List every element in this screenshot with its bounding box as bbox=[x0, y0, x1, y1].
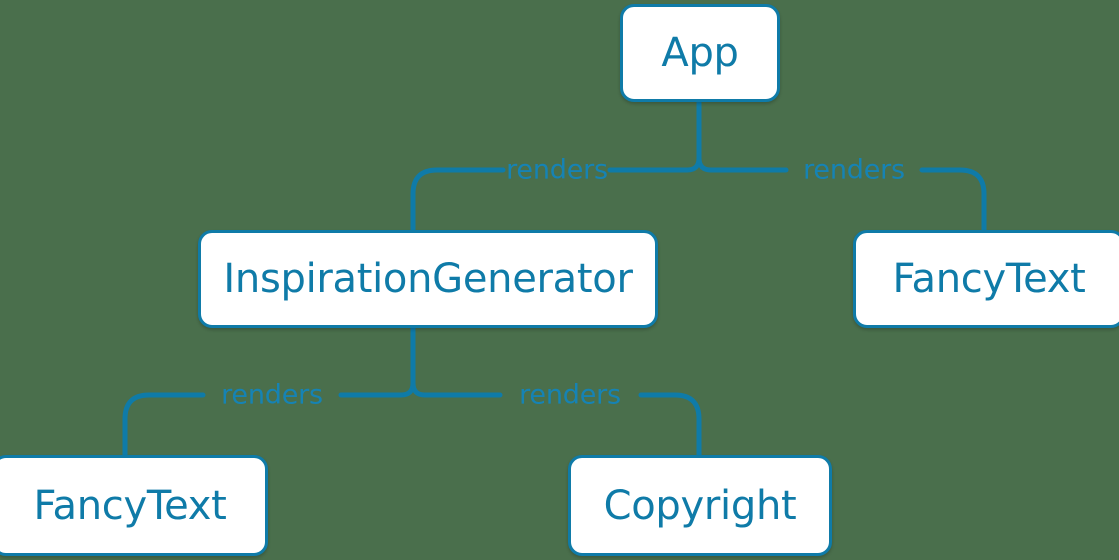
edge-app-stem-right bbox=[696, 100, 714, 173]
node-app[interactable]: App bbox=[620, 4, 780, 102]
node-fancytext-right[interactable]: FancyText bbox=[853, 230, 1119, 328]
node-fancytext-left[interactable]: FancyText bbox=[0, 455, 268, 556]
node-copyright[interactable]: Copyright bbox=[568, 455, 832, 556]
edge-label-app-to-inspirationgenerator: renders bbox=[506, 154, 608, 186]
edge-inspgen-stem bbox=[398, 326, 416, 398]
node-copyright-label: Copyright bbox=[603, 482, 797, 529]
edge-label-inspirationgenerator-to-copyright: renders bbox=[519, 379, 621, 411]
node-inspirationgenerator-label: InspirationGenerator bbox=[223, 256, 633, 302]
edge-label-app-to-fancytext-right: renders bbox=[803, 154, 905, 186]
node-app-label: App bbox=[661, 30, 739, 76]
edge-label-inspirationgenerator-to-fancytext-left: renders bbox=[221, 379, 323, 411]
edge-inspgen-stem-right bbox=[410, 326, 428, 398]
edge-app-stem bbox=[684, 100, 702, 173]
node-fancytext-left-label: FancyText bbox=[33, 482, 227, 529]
node-fancytext-right-label: FancyText bbox=[892, 256, 1086, 302]
node-inspirationgenerator[interactable]: InspirationGenerator bbox=[198, 230, 658, 328]
